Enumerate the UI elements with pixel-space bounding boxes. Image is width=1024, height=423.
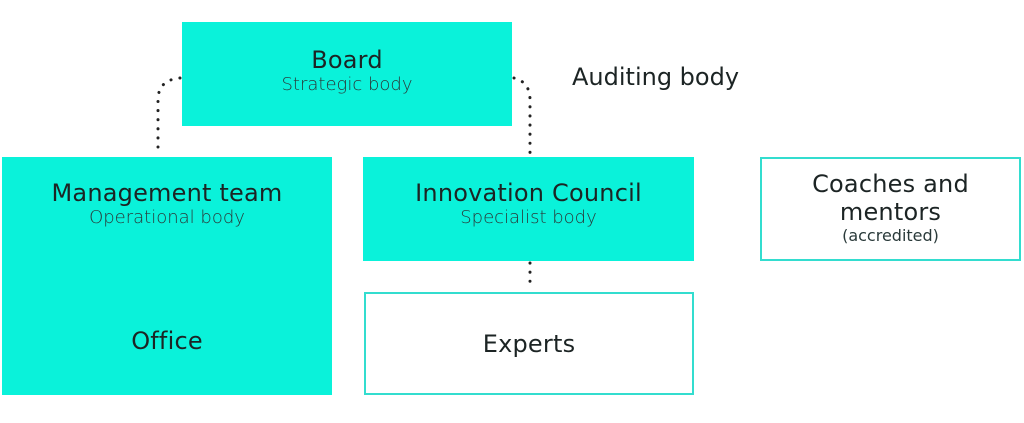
management-title: Management team [51, 179, 283, 207]
auditing-body-label: Auditing body [572, 63, 740, 91]
experts-title: Experts [482, 329, 576, 358]
coaches-note: (accredited) [842, 226, 939, 245]
connector-board-innovation [512, 76, 532, 156]
coaches-title-line2: mentors [839, 198, 942, 226]
coaches-mentors-node: Coaches and mentors (accredited) [760, 157, 1021, 261]
experts-node: Experts [364, 292, 694, 395]
board-subtitle: Strategic body [281, 74, 413, 95]
board-node: Board Strategic body [182, 22, 512, 126]
innovation-title: Innovation Council [415, 179, 642, 207]
management-subtitle: Operational body [89, 207, 245, 228]
innovation-council-node: Innovation Council Specialist body [363, 157, 694, 261]
innovation-subtitle: Specialist body [460, 207, 597, 228]
management-team-node: Management team Operational body Office [2, 157, 332, 395]
connector-board-management [156, 76, 182, 156]
coaches-title-line1: Coaches and [812, 170, 969, 198]
office-label: Office [131, 327, 203, 355]
board-title: Board [311, 46, 383, 74]
